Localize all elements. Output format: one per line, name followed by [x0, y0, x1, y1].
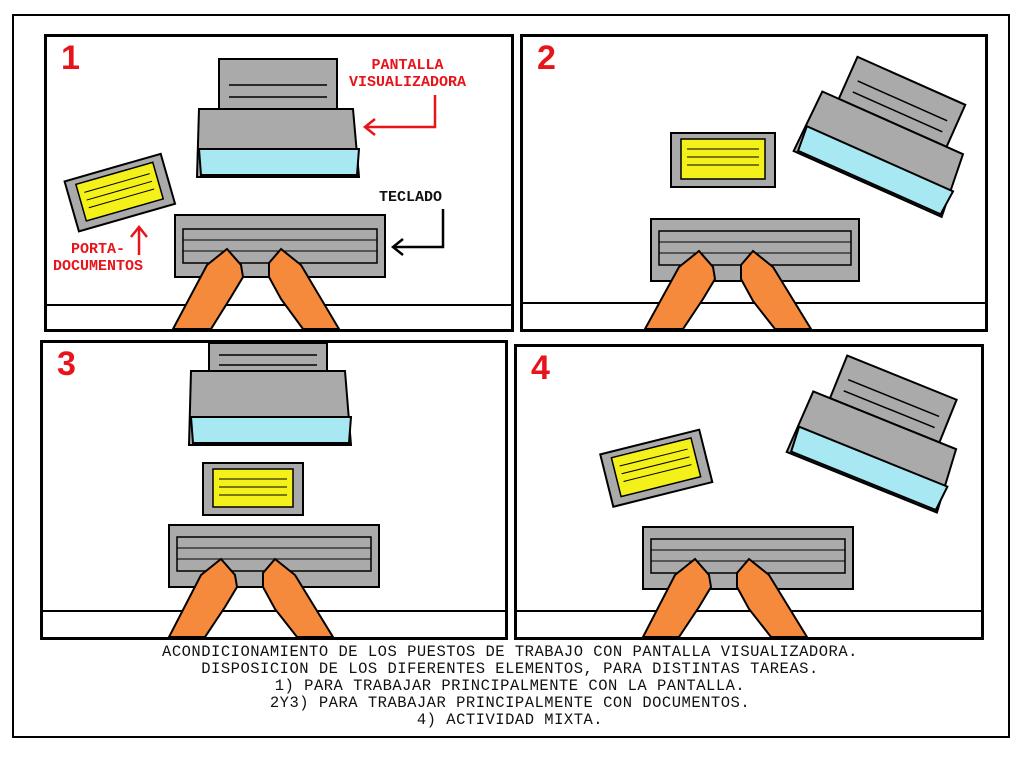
- monitor: [195, 58, 361, 178]
- caption-line-3: 1) PARA TRABAJAR PRINCIPALMENTE CON LA P…: [274, 677, 746, 695]
- panel-2: 2: [520, 34, 988, 332]
- caption-line-1: ACONDICIONAMIENTO DE LOS PUESTOS DE TRAB…: [162, 643, 858, 661]
- document-holder: [599, 428, 714, 508]
- caption: ACONDICIONAMIENTO DE LOS PUESTOS DE TRAB…: [30, 644, 990, 729]
- panel-3-drawing: [43, 343, 505, 637]
- hands: [167, 557, 335, 637]
- document-holder: [63, 152, 177, 233]
- panel-number: 2: [537, 39, 556, 77]
- screen-label-line2: VISUALIZADORA: [349, 74, 467, 91]
- holder-label-line2: DOCUMENTOS: [53, 258, 144, 275]
- caption-line-4: 2Y3) PARA TRABAJAR PRINCIPALMENTE CON DO…: [269, 694, 751, 712]
- panel-2-drawing: [523, 55, 985, 329]
- panel-1-drawing: [47, 58, 511, 329]
- monitor: [187, 343, 353, 446]
- panel-4-drawing: [517, 354, 981, 637]
- screen-arrow: [362, 95, 437, 136]
- panel-1: 1 PANTALLA VISUALIZADORA TECLADO PORTA- …: [44, 34, 514, 332]
- holder-arrow: [130, 224, 148, 255]
- document-holder-label: PORTA- DOCUMENTOS: [53, 241, 143, 275]
- panel-4: 4: [514, 344, 984, 640]
- panel-number: 3: [57, 345, 76, 383]
- panel-number: 1: [61, 39, 80, 77]
- monitor: [785, 354, 958, 514]
- hands: [643, 249, 813, 329]
- screen-label-line1: PANTALLA: [371, 57, 444, 74]
- caption-line-5: 4) ACTIVIDAD MIXTA.: [416, 711, 604, 729]
- document-holder: [202, 462, 304, 516]
- document-holder: [670, 132, 776, 188]
- keyboard-arrow: [390, 209, 445, 256]
- panel-number: 4: [531, 349, 550, 387]
- screen-label: PANTALLA VISUALIZADORA: [349, 57, 466, 91]
- holder-label-line1: PORTA-: [71, 241, 126, 258]
- panel-3: 3: [40, 340, 508, 640]
- hands: [641, 557, 809, 637]
- monitor: [792, 55, 967, 219]
- hands: [171, 247, 341, 329]
- keyboard-label: TECLADO: [379, 189, 443, 206]
- caption-line-2: DISPOSICION DE LOS DIFERENTES ELEMENTOS,…: [201, 660, 819, 678]
